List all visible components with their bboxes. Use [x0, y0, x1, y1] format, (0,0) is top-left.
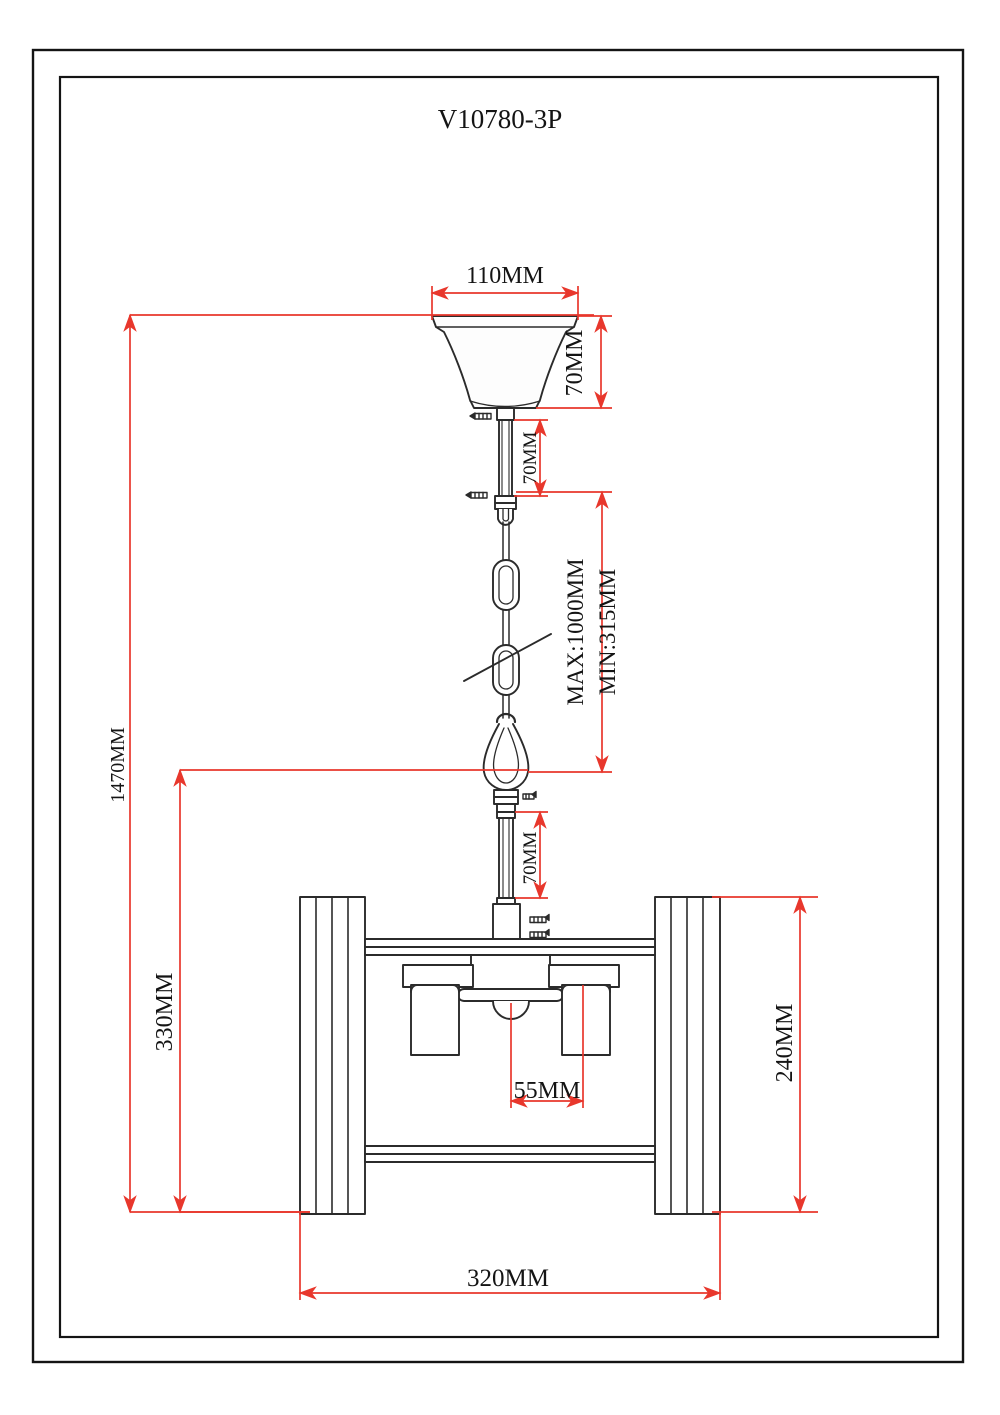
label-socket-offset: 55MM	[514, 1078, 581, 1104]
center-socket-hub	[457, 954, 564, 1020]
upper-rod	[496, 407, 515, 497]
label-lower-rod: 70MM	[520, 832, 541, 885]
label-canopy-width: 110MM	[466, 263, 544, 289]
outer-border	[31, 48, 965, 1364]
label-overall-height: 1470MM	[107, 727, 129, 803]
suspension-chain	[492, 521, 520, 719]
dim-upper-rod	[514, 418, 548, 498]
label-body-height: 330MM	[152, 973, 178, 1052]
screw-icon-1	[469, 412, 492, 420]
cage-bottom-crossbar	[364, 1145, 656, 1163]
label-overall-width: 320MM	[467, 1265, 549, 1292]
lower-connector	[493, 789, 519, 813]
dim-socket-offset	[509, 985, 585, 1108]
drawing-title: V10780-3P	[438, 104, 563, 134]
break-symbol	[463, 633, 552, 682]
ceiling-canopy	[431, 315, 579, 409]
lamp-left	[402, 964, 474, 1056]
cage-right-panel	[654, 896, 721, 1215]
screw-icon-3	[522, 790, 537, 800]
label-cage-height: 240MM	[772, 1004, 798, 1083]
label-suspension-max: MAX:1000MM	[563, 559, 588, 706]
dim-suspension-range	[516, 490, 612, 774]
screw-icon-4	[529, 913, 550, 924]
label-upper-rod: 70MM	[520, 432, 541, 485]
lower-rod	[496, 811, 516, 905]
dim-cage-height	[712, 895, 818, 1214]
lamp-right	[548, 964, 620, 1056]
dim-lower-rod	[515, 810, 548, 900]
cage-left-panel	[299, 896, 366, 1215]
dim-body-height	[173, 768, 528, 1214]
dim-canopy-height	[536, 314, 612, 410]
ceiling-mount-box	[492, 903, 521, 941]
inner-border	[58, 75, 940, 1339]
label-canopy-height: 70MM	[562, 330, 588, 397]
chain-top-connector	[494, 495, 517, 526]
screw-icon-2	[465, 491, 488, 499]
label-suspension-min: MIN:315MM	[595, 569, 620, 696]
dim-overall-width	[298, 1212, 722, 1300]
screw-icon-5	[529, 928, 550, 939]
